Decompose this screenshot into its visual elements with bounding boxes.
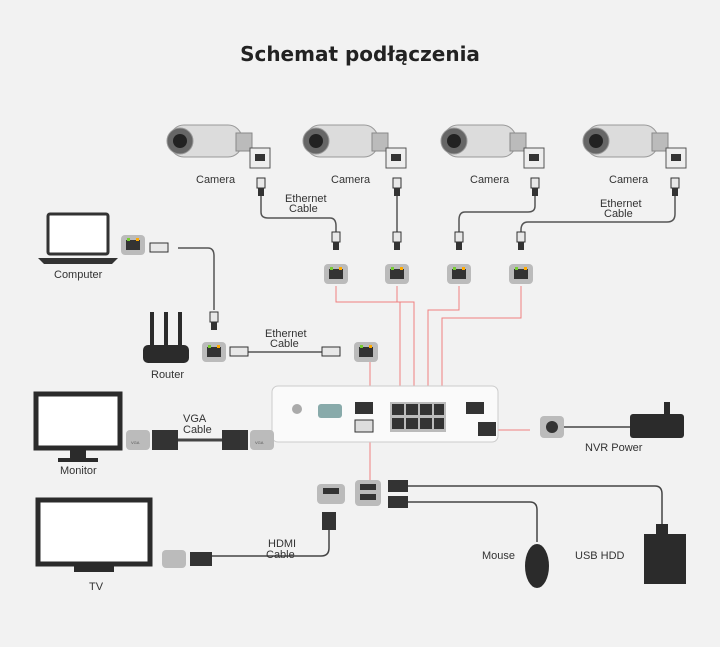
- cable-label: Cable: [289, 203, 318, 215]
- camera-ethernet-cables: [260, 196, 676, 232]
- tv: TV: [35, 497, 153, 593]
- poe-lines: [329, 286, 530, 480]
- router-label: Router: [151, 369, 184, 381]
- camera-3: Camera: [440, 124, 545, 186]
- camera-1: Camera: [166, 124, 271, 186]
- computer: Computer: [38, 212, 118, 281]
- lan-port-icon: [354, 342, 378, 362]
- diagram-title: Schemat podłączenia: [240, 42, 480, 66]
- tv-label: TV: [89, 581, 104, 593]
- camera-label: Camera: [470, 174, 510, 186]
- cable-label: Cable: [266, 549, 295, 561]
- cable-label: Cable: [604, 208, 633, 220]
- lan-port-icon: [509, 264, 533, 284]
- nvr-power-label: NVR Power: [585, 442, 643, 454]
- lan-port-icon: [324, 264, 348, 284]
- svg-text:VGA: VGA: [131, 440, 140, 445]
- camera-label: Camera: [609, 174, 649, 186]
- svg-text:VGA: VGA: [255, 440, 264, 445]
- usb-ports: [355, 480, 663, 542]
- cable-label: Cable: [270, 338, 299, 350]
- camera-4: Camera: [582, 124, 687, 186]
- lan-port-icon: [385, 264, 409, 284]
- vga-cable: VGA VGA VGA Cable: [126, 413, 274, 450]
- mouse: Mouse: [482, 544, 549, 588]
- usb-hdd-label: USB HDD: [575, 550, 625, 562]
- camera-2: Camera: [302, 124, 407, 186]
- hdmi-label: HDMI: [268, 538, 296, 550]
- camera-label: Camera: [196, 174, 236, 186]
- computer-label: Computer: [54, 269, 103, 281]
- vga-label: VGA: [183, 413, 207, 425]
- nvr-power: NVR Power: [540, 402, 684, 454]
- lan-port-icon: [121, 235, 145, 255]
- ethernet-label: Ethernet: [285, 193, 327, 205]
- lan-port-icon: [202, 342, 226, 362]
- cable-label: Cable: [183, 424, 212, 436]
- lan-port-icon: [447, 264, 471, 284]
- monitor-label: Monitor: [60, 465, 97, 477]
- router: Router: [143, 312, 189, 381]
- monitor: Monitor: [33, 391, 123, 477]
- mouse-label: Mouse: [482, 550, 515, 562]
- usb-hdd: USB HDD: [575, 524, 686, 584]
- hdmi-cable: HDMI Cable: [162, 484, 345, 568]
- ethernet-label: Ethernet: [265, 328, 307, 340]
- camera-label: Camera: [331, 174, 371, 186]
- nvr-recorder: [271, 385, 499, 443]
- ethernet-label: Ethernet: [600, 198, 642, 210]
